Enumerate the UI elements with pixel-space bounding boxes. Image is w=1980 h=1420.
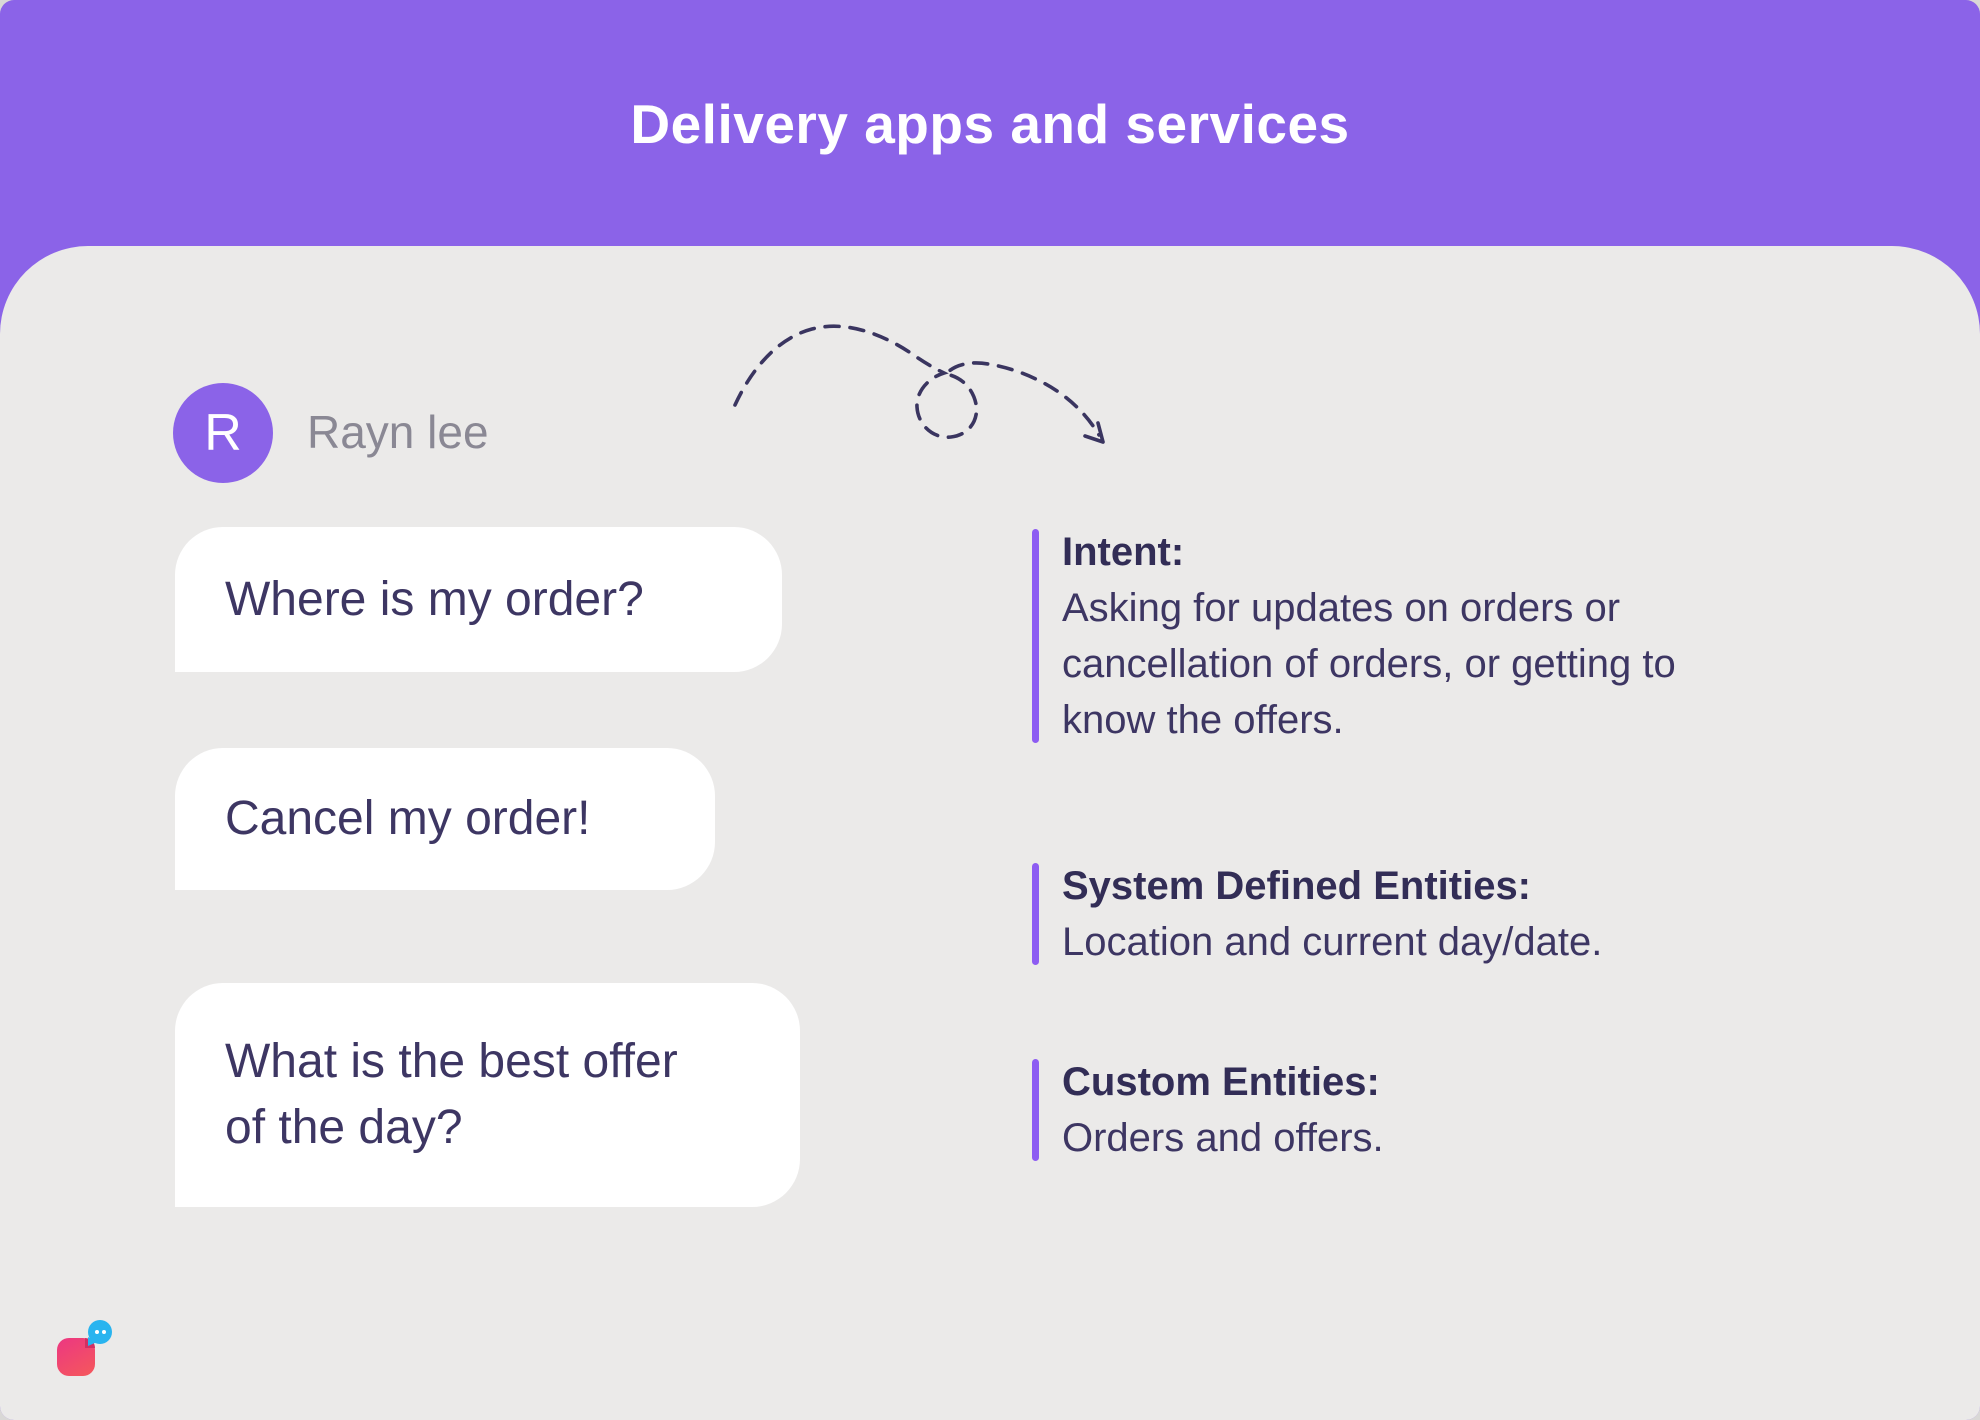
logo-speech-bubble-icon — [88, 1320, 112, 1344]
annotation-heading: Custom Entities: — [1062, 1060, 1380, 1104]
annotation-body: Asking for updates on orders or cancella… — [1062, 586, 1676, 742]
chat-bubble: What is the best offer of the day? — [175, 983, 800, 1207]
annotation-body: Orders and offers. — [1062, 1116, 1384, 1160]
chat-bubble: Cancel my order! — [175, 748, 715, 890]
annotation-intent: Intent: Asking for updates on orders or … — [1032, 524, 1762, 748]
user-name: Rayn lee — [307, 406, 489, 458]
annotation-heading: Intent: — [1062, 530, 1185, 574]
annotation-heading: System Defined Entities: — [1062, 864, 1532, 908]
logo-dot — [94, 1330, 99, 1334]
logo-dot — [101, 1330, 106, 1334]
annotation-system-entities: System Defined Entities: Location and cu… — [1032, 858, 1762, 970]
page-title: Delivery apps and services — [630, 93, 1350, 155]
chat-app-logo-icon — [50, 1310, 130, 1390]
chat-bubble: Where is my order? — [175, 527, 782, 672]
chat-message: What is the best offer of the day? — [225, 1035, 678, 1154]
annotation-body: Location and current day/date. — [1062, 920, 1603, 964]
avatar-initial: R — [204, 404, 242, 462]
chat-message: Where is my order? — [225, 572, 644, 626]
avatar: R — [173, 383, 273, 483]
chat-message: Cancel my order! — [225, 792, 591, 845]
dashed-arrow-icon — [690, 290, 1150, 490]
annotation-custom-entities: Custom Entities: Orders and offers. — [1032, 1054, 1762, 1166]
